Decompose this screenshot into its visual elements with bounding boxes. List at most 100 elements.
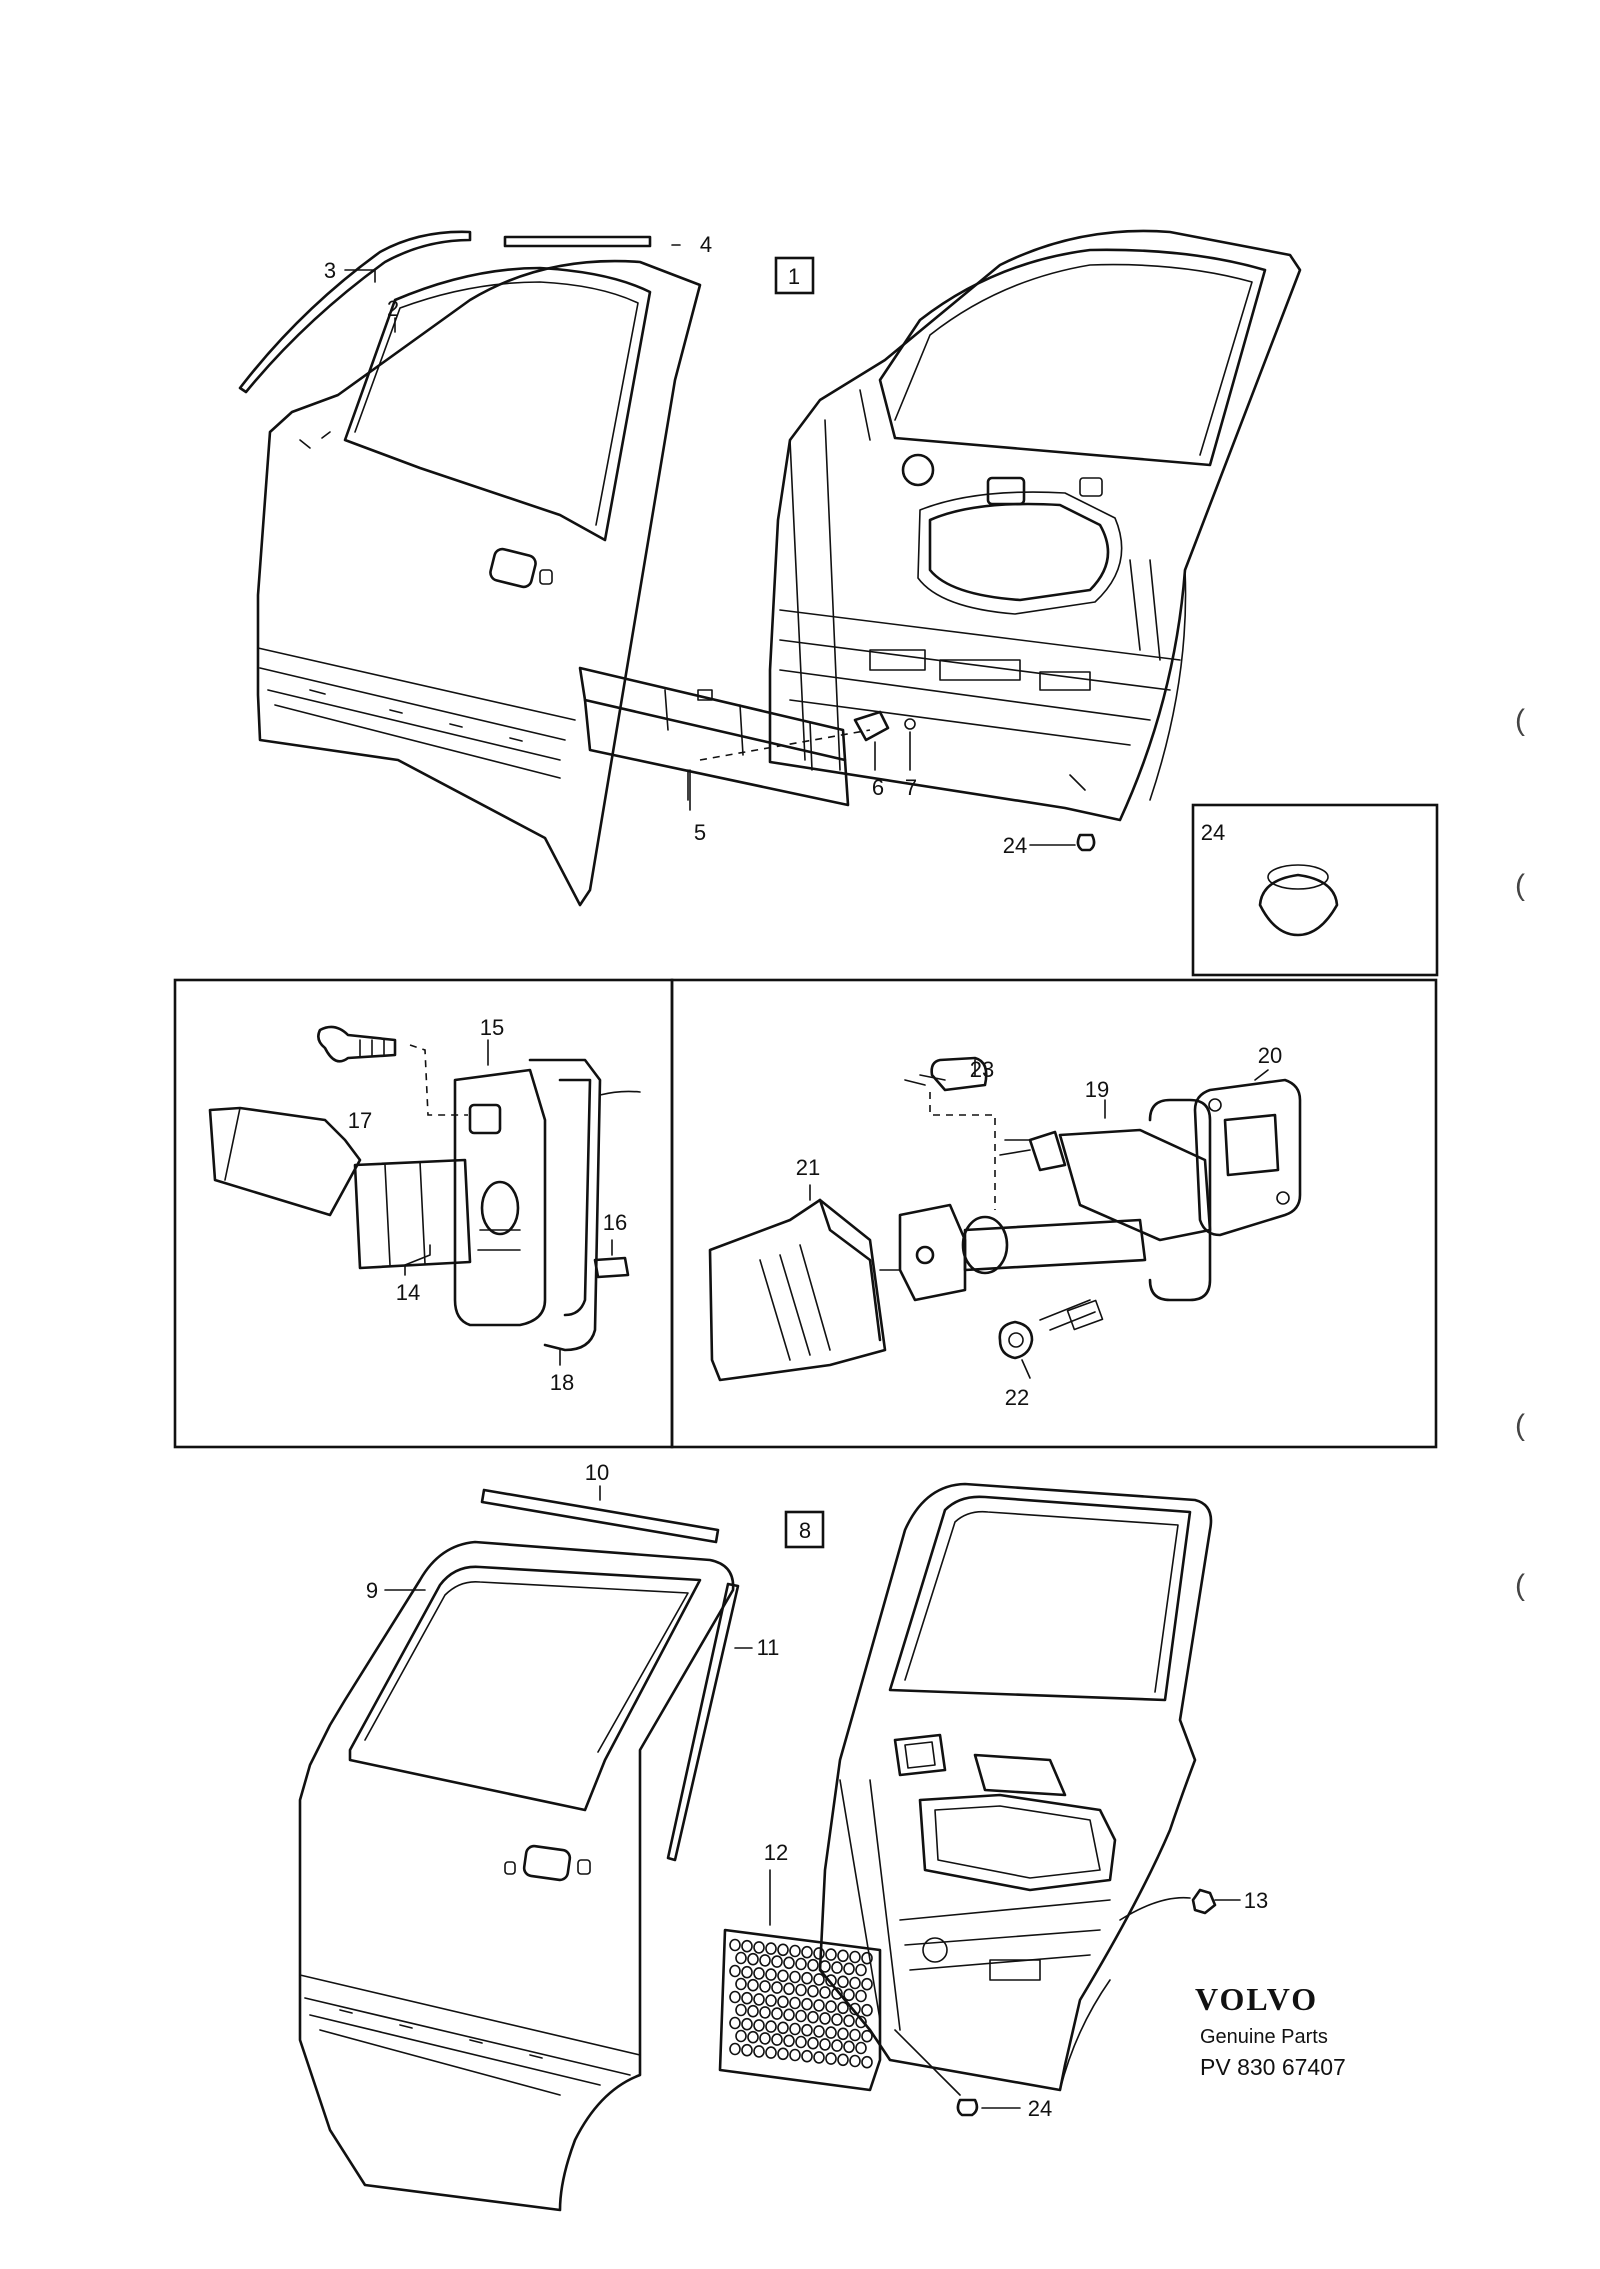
mat-cell — [789, 1996, 801, 2010]
plug-24-rear — [894, 2029, 1021, 2117]
mat-cell — [801, 1997, 813, 2011]
callout-21: 21 — [796, 1155, 820, 1180]
mat-cell — [819, 1986, 831, 1999]
mat-cell — [855, 2015, 867, 2029]
mat-cell — [825, 1948, 837, 1961]
margin-mark-1: ( — [1515, 704, 1525, 737]
mat-cell — [813, 1973, 825, 1986]
mat-cell — [753, 1967, 765, 1980]
mat-cell — [777, 1943, 789, 1957]
mat-cell — [825, 1974, 837, 1987]
mat-cell — [813, 1947, 825, 1960]
brand-logo: VOLVO — [1195, 1981, 1318, 2017]
assembly-box-front: 1 — [774, 256, 815, 295]
mat-cell — [819, 1960, 831, 1973]
mat-cell — [747, 1952, 759, 1966]
mat-cell — [861, 2029, 873, 2043]
door-molding-strip — [238, 230, 652, 394]
mat-cell — [801, 1971, 813, 1985]
mat-cell — [825, 2052, 837, 2065]
callout-22: 22 — [1005, 1385, 1029, 1410]
mat-cell — [849, 1950, 861, 1964]
mat-cell — [831, 1987, 843, 2000]
mat-cell — [771, 1955, 783, 1968]
callout-7: 7 — [905, 775, 917, 800]
margin-marks: ( ( ( ( — [1515, 704, 1525, 1602]
mat-cell — [777, 1969, 789, 1983]
callout-6: 6 — [872, 775, 884, 800]
callout-labels: 2 3 4 5 6 7 24 24 15 17 16 14 18 20 23 1… — [324, 232, 1282, 2121]
brand-block: VOLVO Genuine Parts PV 830 67407 — [1195, 1981, 1346, 2080]
callout-3: 3 — [324, 258, 336, 283]
mat-cell — [747, 2030, 759, 2044]
callout-24-rear: 24 — [1028, 2096, 1052, 2121]
mat-cell — [849, 2054, 861, 2068]
callout-19: 19 — [1085, 1077, 1109, 1102]
mat-cell — [795, 1983, 807, 1997]
mat-cell — [771, 1981, 783, 1994]
mat-cell — [843, 1962, 855, 1976]
assembly-label-rear: 8 — [799, 1518, 811, 1543]
rear-door-inner-frame — [818, 1482, 1213, 2092]
margin-mark-3: ( — [1515, 1409, 1525, 1442]
door-hinge-assembly — [208, 1025, 641, 1352]
margin-mark-2: ( — [1515, 869, 1525, 902]
callout-17: 17 — [348, 1108, 372, 1133]
callout-9: 9 — [366, 1578, 378, 1603]
mat-cell — [831, 2039, 843, 2052]
door-reinforcement-panel — [578, 666, 916, 811]
callout-leaders — [344, 244, 1269, 1649]
mat-cell — [771, 2007, 783, 2020]
mat-cell — [783, 2008, 795, 2022]
mat-cell — [735, 1951, 747, 1965]
mat-cell — [861, 2055, 873, 2069]
mat-cell — [831, 2013, 843, 2026]
mat-cell — [741, 1965, 753, 1979]
mat-cell — [741, 2017, 753, 2031]
mat-cell — [765, 2046, 777, 2059]
rear-door-outer-panel — [298, 1540, 735, 2212]
sound-insulation-mat — [718, 1869, 882, 2092]
mat-cell — [753, 2045, 765, 2058]
brand-code: PV 830 67407 — [1200, 2054, 1346, 2080]
mat-cell — [843, 1988, 855, 2002]
mat-cell — [837, 1949, 849, 1963]
mat-cell — [813, 1999, 825, 2012]
mat-cell — [795, 2035, 807, 2049]
mat-cell — [843, 2040, 855, 2054]
mat-cell — [801, 1945, 813, 1959]
mat-cell — [759, 1954, 771, 1967]
front-door-inner-frame — [768, 229, 1302, 822]
mat-cell — [807, 1958, 819, 1972]
callout-12: 12 — [764, 1840, 788, 1865]
mat-cell — [771, 2033, 783, 2046]
callout-20: 20 — [1258, 1043, 1282, 1068]
mat-cell — [825, 2026, 837, 2039]
mat-cell — [855, 2041, 867, 2055]
mat-cell — [789, 2048, 801, 2062]
callout-5: 5 — [694, 820, 706, 845]
mat-cell — [753, 1941, 765, 1954]
mat-cell — [849, 1976, 861, 1990]
mat-cell — [729, 2042, 741, 2056]
door-check-strap-assembly — [708, 1056, 1302, 1382]
mat-cell — [801, 2049, 813, 2063]
callout-23: 23 — [970, 1057, 994, 1082]
mat-cell — [765, 1942, 777, 1955]
callout-13: 13 — [1244, 1888, 1268, 1913]
mat-cell — [855, 1963, 867, 1977]
mat-cell — [849, 2002, 861, 2016]
plug-cap-icon — [1258, 864, 1339, 937]
mat-cell — [735, 2029, 747, 2043]
mat-cell — [855, 1989, 867, 2003]
callout-4: 4 — [700, 232, 712, 257]
front-door-outer-panel — [256, 259, 702, 907]
mat-cell — [747, 2004, 759, 2018]
mat-cell — [759, 1980, 771, 1993]
mat-cell — [813, 2051, 825, 2064]
brand-tagline: Genuine Parts — [1200, 2026, 1328, 2048]
mat-cell — [789, 2022, 801, 2036]
mat-cell — [753, 2019, 765, 2032]
mat-cell — [843, 2014, 855, 2028]
